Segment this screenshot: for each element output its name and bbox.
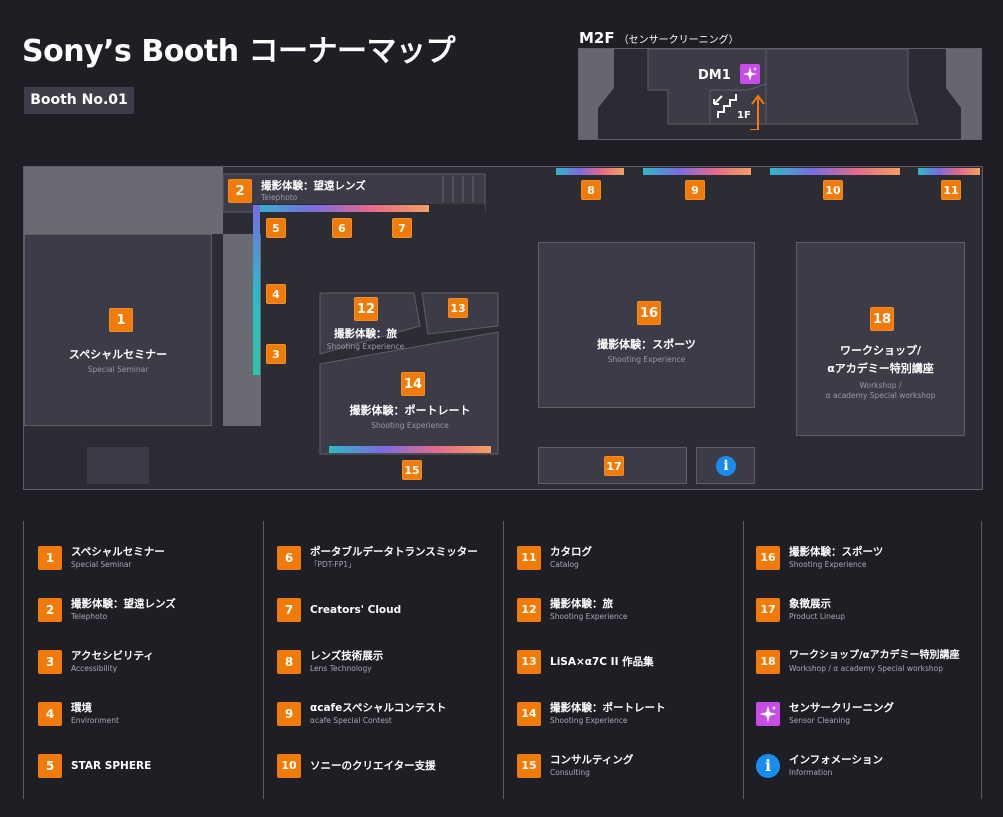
m2f-header: M2F（センサークリーニング） (579, 28, 739, 47)
marker-8: 8 (581, 180, 601, 200)
sparkle-icon (756, 702, 780, 726)
info-icon: i (716, 456, 736, 476)
marker-6: 6 (332, 218, 352, 238)
booth-number: Booth No.01 (24, 87, 134, 114)
info-icon: i (756, 754, 780, 778)
zone-14-label: 撮影体験：ポートレート Shooting Experience (349, 404, 471, 430)
m2f-minimap (578, 48, 982, 140)
m2f-subtitle: （センサークリーニング） (618, 35, 739, 46)
telephoto-stripe (253, 205, 429, 212)
zone-17-badge: 17 (604, 456, 624, 476)
stairs-1f-label: 1F (737, 110, 751, 121)
zone-information (696, 447, 755, 484)
marker-3: 3 (266, 344, 286, 364)
marker-5: 5 (266, 218, 286, 238)
zone-sports (538, 242, 755, 408)
portrait-stripe (329, 446, 491, 453)
stripe-11 (918, 168, 980, 175)
sparkle-icon (740, 64, 760, 84)
zone-13-badge: 13 (448, 298, 468, 318)
m2f-title: M2F (579, 29, 615, 47)
marker-9: 9 (685, 180, 705, 200)
page-title: Sony’s Booth コーナーマップ (22, 34, 456, 69)
zone-2-label: 撮影体験：望遠レンズ Telephoto (261, 180, 366, 202)
marker-11: 11 (941, 180, 961, 200)
stripe-8 (556, 168, 624, 175)
stripe-9 (643, 168, 751, 175)
zone-12-label: 撮影体験：旅 Shooting Experience (326, 328, 405, 351)
zone-18-label: ワークショップ/ αアカデミー特別講座 Workshop / α academy… (825, 344, 936, 400)
zone-18-badge: 18 (870, 307, 894, 331)
marker-10: 10 (823, 180, 843, 200)
zone-1-badge: 1 (109, 308, 133, 332)
marker-4: 4 (266, 284, 286, 304)
zone-2-badge: 2 (228, 179, 252, 203)
dm1-label: DM1 (698, 68, 731, 83)
stripe-10 (770, 168, 900, 175)
zone-1-label: スペシャルセミナー Special Seminar (68, 348, 168, 374)
zone-14-badge: 14 (401, 372, 425, 396)
zone-16-label: 撮影体験：スポーツ Shooting Experience (597, 338, 696, 364)
marker-15: 15 (402, 460, 422, 480)
stairs-icon (713, 94, 765, 130)
marker-7: 7 (392, 218, 412, 238)
zone-12-badge: 12 (354, 297, 378, 321)
zone-workshop (796, 242, 965, 436)
zone-16-badge: 16 (637, 301, 661, 325)
side-stripe (253, 205, 260, 375)
